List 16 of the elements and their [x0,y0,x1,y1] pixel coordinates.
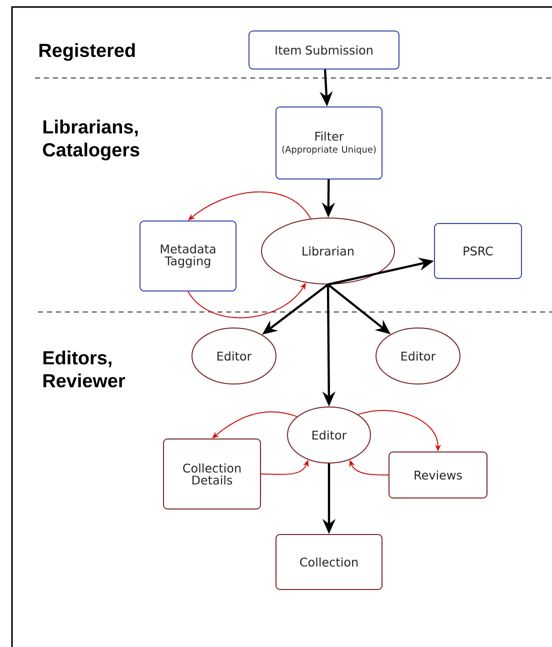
process-box: Filter (Appropriate Unique) [276,106,382,180]
arrow [188,192,312,220]
process-box: Metadata Tagging [140,220,236,292]
lane-label: Registered [39,43,135,61]
lane-label: Librarians, Catalogers [42,120,140,160]
process-box: Collection [276,534,382,590]
process-box: PSRC [434,223,522,279]
ellipse-node: Librarian [261,218,395,284]
process-box: Reviews [388,452,488,498]
lane-label: Editors, Reviewer [43,350,126,388]
process-box: Collection Details [163,438,261,510]
ellipse-node: Editor [287,406,371,464]
arrow [212,411,298,438]
process-box: Item Submission [248,30,400,70]
ellipse-node: Editor [376,328,460,384]
ellipse-node: Editor [192,328,276,384]
